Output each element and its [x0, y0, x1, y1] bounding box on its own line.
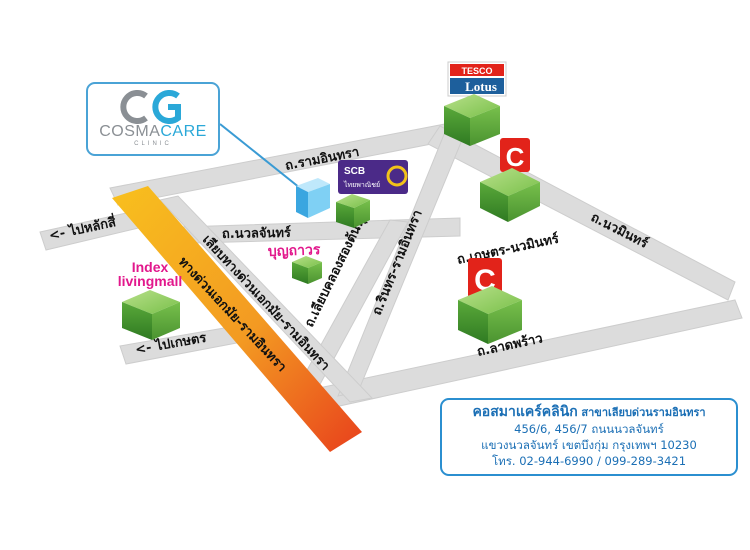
clinic-logo-mark-icon [120, 90, 181, 124]
scb-landmark: SCB ไทยพาณิชย์ [336, 160, 408, 228]
info-address-2: แขวงนวลจันทร์ เขตบึงกุ่ม กรุงเทพฯ 10230 [481, 438, 697, 452]
info-title: คอสมาแคร์คลินิก [472, 404, 578, 420]
scb-label-top: SCB [344, 166, 365, 177]
index-livingmall-landmark: Index livingmall [118, 259, 183, 340]
info-address-1: 456/6, 456/7 ถนนนวลจันทร์ [514, 422, 664, 436]
road-frontage [159, 195, 374, 403]
info-phone: โทร. 02-944-6990 / 099-289-3421 [491, 454, 687, 468]
tesco-label-bottom: Lotus [465, 79, 497, 94]
clinic-building [219, 123, 330, 218]
clinic-logo-sub: CLINIC [134, 141, 172, 147]
bigc-logo-top [500, 138, 530, 172]
scb-icon [386, 165, 408, 187]
boonthavorn-label: บุญถาวร [268, 241, 322, 260]
clinic-logo: COSMACARE CLINIC [86, 82, 220, 156]
bigc-landmark-bottom: C [458, 258, 522, 344]
index-label-line2: livingmall [118, 273, 183, 289]
tesco-label-top: TESCO [461, 66, 492, 76]
clinic-logo-brand: COSMACARE [99, 123, 207, 140]
scb-label-bottom: ไทยพาณิชย์ [343, 180, 380, 189]
label-nawamin-top: ถ.นวลจันทร์ [222, 225, 291, 242]
info-header: คอสมาแคร์คลินิก สาขาเลียบด่วนรามอินทรา [450, 404, 728, 421]
bigc-landmark-top: C [480, 138, 540, 222]
expressway [112, 186, 362, 452]
clinic-info-box: คอสมาแคร์คลินิก สาขาเลียบด่วนรามอินทรา 4… [440, 398, 738, 476]
boonthavorn-landmark: บุญถาวร [268, 241, 322, 284]
bigc-label-top: C [506, 142, 525, 172]
tesco-lotus-landmark: TESCO Lotus [444, 61, 507, 146]
index-label-line1: Index [132, 259, 169, 275]
info-branch: สาขาเลียบด่วนรามอินทรา [581, 406, 706, 419]
